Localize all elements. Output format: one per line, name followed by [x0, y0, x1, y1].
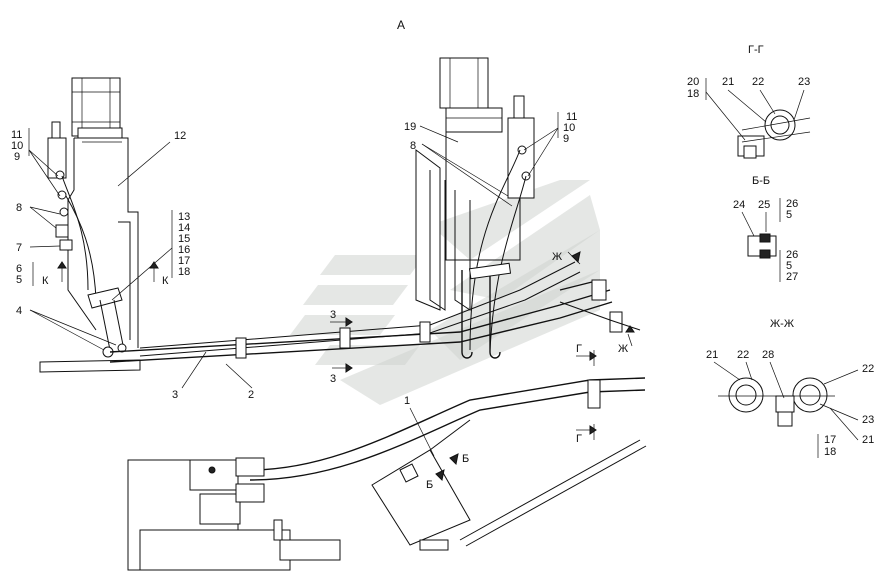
left-label-9: 9 — [14, 151, 20, 163]
section-bb-label-5b: 5 — [786, 260, 792, 272]
section-mark-k-left: К — [42, 275, 49, 287]
section-gg-title: Г-Г — [748, 44, 764, 56]
base-bar — [39, 359, 141, 373]
main-pipes — [109, 261, 613, 363]
section-g-g: Г-Г 20 18 21 22 23 — [687, 44, 810, 159]
section-mark-zh-bottom: Ж — [618, 343, 628, 355]
left-assembly — [47, 77, 139, 358]
left-stack-17: 17 — [178, 255, 190, 267]
section-zh-zh: Ж-Ж 21 22 28 22 23 21 17 18 — [706, 318, 874, 458]
callout-3: 3 — [172, 389, 178, 401]
section-gg-label-20: 20 — [687, 76, 699, 88]
section-mark-g-bottom: Г — [576, 433, 582, 445]
section-bb-label-26a: 26 — [786, 198, 798, 210]
section-mark-k-right: К — [162, 275, 169, 287]
right-pipes — [559, 279, 641, 333]
section-mark-3-top: 3 — [330, 309, 336, 321]
section-bb-label-26b: 26 — [786, 249, 798, 261]
right-label-11: 11 — [566, 111, 577, 123]
section-zhzh-label-28: 28 — [762, 349, 774, 361]
section-zhzh-label-21a: 21 — [706, 349, 718, 361]
left-callouts: 11 10 9 8 7 6 5 К 4 12 13 14 15 16 17 18… — [11, 128, 254, 401]
section-gg-label-23: 23 — [798, 76, 810, 88]
callout-2: 2 — [248, 389, 254, 401]
section-bb-label-5a: 5 — [786, 209, 792, 221]
section-mark-b-right: Б — [462, 453, 469, 465]
left-label-11: 11 — [11, 129, 22, 141]
left-label-10: 10 — [11, 140, 23, 152]
valve-plate — [371, 419, 471, 551]
left-stack-15: 15 — [178, 233, 190, 245]
section-zhzh-label-22b: 22 — [862, 363, 874, 375]
section-bb-label-24: 24 — [733, 199, 745, 211]
left-stack-14: 14 — [178, 222, 190, 234]
left-stack-13: 13 — [178, 211, 190, 223]
callout-4: 4 — [16, 305, 22, 317]
section-zhzh-title: Ж-Ж — [770, 318, 794, 330]
section-mark-zh-top: Ж — [552, 251, 562, 263]
section-zhzh-label-17: 17 — [824, 434, 836, 446]
right-label-8: 8 — [410, 140, 416, 152]
left-stack-18: 18 — [178, 266, 190, 278]
section-zhzh-label-22a: 22 — [737, 349, 749, 361]
section-zhzh-label-18: 18 — [824, 446, 836, 458]
section-b-b: Б-Б 24 25 26 5 26 5 27 — [733, 175, 798, 283]
view-title: А — [397, 18, 405, 32]
lower-line — [249, 377, 647, 547]
section-bb-title: Б-Б — [752, 175, 770, 187]
section-mark-g-top: Г — [576, 343, 582, 355]
callout-12: 12 — [174, 130, 186, 142]
left-top-cylinder — [71, 77, 121, 137]
section-zhzh-label-21b: 21 — [862, 434, 874, 446]
left-label-7: 7 — [16, 242, 22, 254]
section-3-markers: 3 3 — [330, 309, 353, 385]
section-gg-label-22: 22 — [752, 76, 764, 88]
left-label-6: 6 — [16, 263, 22, 275]
section-bb-label-27: 27 — [786, 271, 798, 283]
right-assembly — [415, 57, 535, 359]
section-zhzh-label-23: 23 — [862, 414, 874, 426]
left-label-5: 5 — [16, 274, 22, 286]
bottom-left-block — [127, 457, 341, 571]
left-stack-16: 16 — [178, 244, 190, 256]
callout-1: 1 — [404, 395, 410, 407]
section-mark-3-bottom: 3 — [330, 373, 336, 385]
section-gg-label-18: 18 — [687, 88, 699, 100]
right-label-9: 9 — [563, 133, 569, 145]
right-callouts: 19 8 11 10 9 Ж Ж Г Г 1 Б Б — [404, 111, 635, 491]
section-bb-label-25: 25 — [758, 199, 770, 211]
right-label-10: 10 — [563, 122, 575, 134]
section-mark-b-left: Б — [426, 479, 433, 491]
callout-19: 19 — [404, 121, 416, 133]
section-gg-label-21: 21 — [722, 76, 734, 88]
left-label-8: 8 — [16, 202, 22, 214]
